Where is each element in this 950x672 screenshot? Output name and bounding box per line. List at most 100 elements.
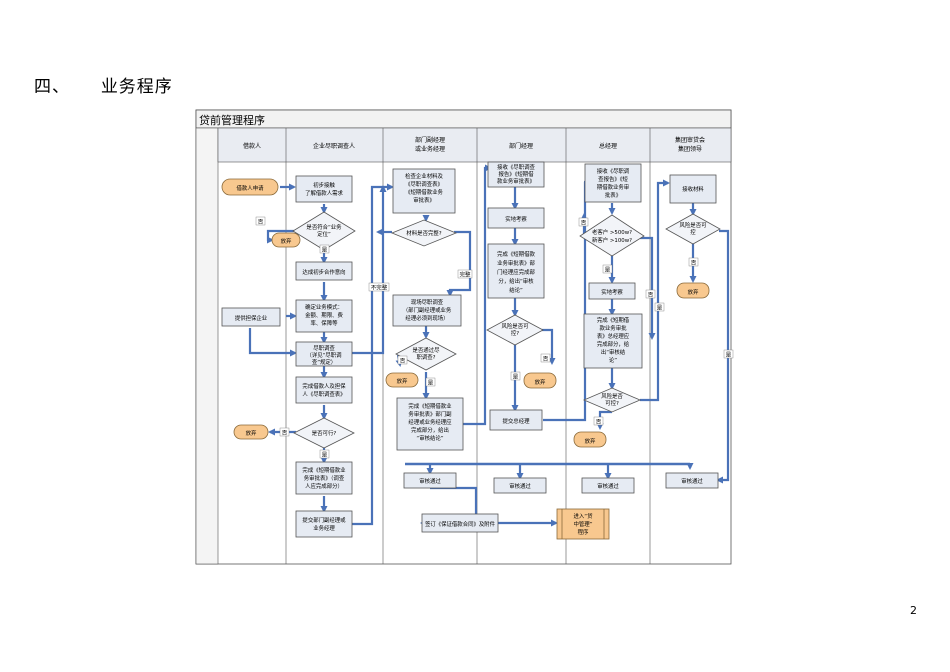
- svg-text:是: 是: [322, 452, 328, 459]
- svg-text:是: 是: [605, 267, 611, 274]
- label-yes-gm: 是: [654, 302, 665, 312]
- svg-text:完成《短期借款业务审批表》部门副经理或业务经理应完成部分，给: 完成《短期借款业务审批表》部门副经理或业务经理应完成部分，给出“审核结论”: [408, 402, 452, 442]
- node-abandon-4: 放弃: [523, 372, 557, 389]
- node-old-new-customer: 老客户 >500w?新客户 >100w?: [579, 214, 645, 257]
- node-submit-deputy: 提交部门副经理或业务经理: [295, 510, 353, 538]
- node-submit-gm: 提交总经理: [489, 409, 543, 431]
- node-risk-ok-mgr: 风险是否可控?: [486, 314, 544, 346]
- svg-text:风险是否可控?: 风险是否可控?: [601, 392, 623, 407]
- svg-text:放弃: 放弃: [281, 237, 292, 245]
- diagram-frame: 贷前管理程序: [195, 109, 732, 565]
- svg-text:不完整: 不完整: [371, 284, 388, 292]
- node-abandon-1: 放弃: [271, 232, 301, 248]
- section-heading: 四、 业务程序: [34, 72, 173, 97]
- svg-text:放弃: 放弃: [246, 429, 257, 437]
- svg-text:审核通过: 审核通过: [681, 477, 703, 485]
- svg-text:接收材料: 接收材料: [682, 185, 704, 193]
- node-provide-info: 提供担保企业: [221, 307, 281, 327]
- svg-text:是: 是: [726, 352, 732, 359]
- svg-text:是否可行?: 是否可行?: [312, 429, 337, 437]
- node-onsite-mgr: 实地考察: [487, 207, 545, 229]
- node-materials-complete: 材料是否完整?: [390, 219, 458, 247]
- label-no-feasible: 否: [279, 427, 290, 437]
- svg-text:完成《短期借款业务审批表》（调查人应完成部分）: 完成《短期借款业务审批表》（调查人应完成部分）: [302, 466, 346, 490]
- label-yes-committee: 是: [723, 349, 734, 359]
- label-yes-fit: 是: [319, 244, 330, 254]
- svg-text:放弃: 放弃: [585, 437, 596, 445]
- label-no-gm: 否: [593, 416, 604, 426]
- section-number: 四、: [34, 77, 70, 97]
- node-gm-receive: 接收《尽职调查报告》《短期借款业务审批表》: [584, 163, 642, 203]
- node-abandon-3: 放弃: [385, 372, 419, 388]
- svg-text:提供担保企业: 提供担保企业: [235, 314, 268, 322]
- node-deputy-opinion: 完成《短期借款业务审批表》部门副经理或业务经理应完成部分，给出“审核结论”: [396, 397, 464, 451]
- label-complete: 完整: [457, 269, 473, 279]
- node-confirm-mode: 确定业务模式：金额、期限、费率、保障等: [295, 299, 353, 333]
- label-no-mgr: 否: [540, 353, 551, 363]
- svg-text:检查企业材料及《尽职调查表》《短期借款业务审批表》: 检查企业材料及《尽职调查表》《短期借款业务审批表》: [405, 172, 443, 204]
- svg-text:是: 是: [657, 305, 663, 312]
- node-first-contact: 初步接触了解借款人需求: [295, 175, 353, 203]
- svg-text:达成初步合作意向: 达成初步合作意向: [302, 268, 345, 276]
- node-mgr-opinion: 完成《短期借款业务审批表》部门经理应完成部分，给出“审核结论”: [487, 243, 545, 299]
- svg-text:签订《保证借款合同》及附件: 签订《保证借款合同》及附件: [425, 520, 496, 528]
- lane-header-committee: 集团审贷会集团领导: [675, 136, 705, 153]
- label-no-dd: 否: [397, 355, 408, 365]
- node-intent: 达成初步合作意向: [295, 261, 353, 281]
- lane-header-deputy: 部门副经理或业务经理: [415, 136, 445, 153]
- svg-text:接收《尽职调查报告》《短期借款业务审批表》: 接收《尽职调查报告》《短期借款业务审批表》: [597, 167, 629, 199]
- node-approved-3: 审核通过: [581, 477, 635, 494]
- svg-text:材料是否完整?: 材料是否完整?: [406, 229, 441, 237]
- svg-text:否: 否: [543, 356, 549, 363]
- node-abandon-5: 放弃: [573, 431, 607, 448]
- svg-text:风险是否可控?: 风险是否可控?: [502, 322, 530, 337]
- node-approved-1: 审核通过: [403, 472, 457, 489]
- svg-text:是否通过尽职调查?: 是否通过尽职调查?: [413, 346, 441, 361]
- svg-text:现场尽职调查（部门副经理或业务经理必须到现场）: 现场尽职调查（部门副经理或业务经理必须到现场）: [403, 298, 452, 322]
- node-receive-report: 接收《尽职调查报告》《短期借款业务审批表》: [487, 161, 545, 188]
- svg-text:老客户 >500w?新客户 >100w?: 老客户 >500w?新客户 >100w?: [592, 228, 632, 244]
- svg-text:放弃: 放弃: [535, 378, 546, 386]
- svg-text:放弃: 放弃: [688, 288, 699, 296]
- node-gm-opinion: 完成《短期借款业务审批表》总经理应完成部分，给出“审核结论”: [583, 313, 643, 369]
- node-risk-ok-committee: 风险是否可控: [665, 213, 721, 245]
- label-incomplete: 不完整: [368, 282, 390, 292]
- svg-text:否: 否: [581, 220, 587, 227]
- lane-header-manager: 部门经理: [509, 142, 533, 150]
- svg-text:尽职调查（详见“尽职调查”规定）: 尽职调查（详见“尽职调查”规定）: [306, 344, 341, 366]
- svg-text:是: 是: [322, 247, 328, 254]
- svg-text:否: 否: [596, 419, 602, 426]
- svg-text:进入“贷中管理”程序: 进入“贷中管理”程序: [574, 512, 594, 536]
- svg-text:提交部门副经理或业务经理: 提交部门副经理或业务经理: [302, 516, 346, 532]
- label-yes-feasible: 是: [319, 449, 330, 459]
- node-complete-form: 完成《短期借款业务审批表》（调查人应完成部分）: [295, 461, 353, 495]
- lane-header-investigator: 企业尽职调查人: [313, 142, 355, 150]
- svg-text:否: 否: [282, 430, 288, 437]
- node-committee-receive: 接收材料: [669, 174, 717, 204]
- svg-text:实地考察: 实地考察: [601, 288, 623, 296]
- svg-text:接收《尽职调查报告》《短期借款业务审批表》: 接收《尽职调查报告》《短期借款业务审批表》: [497, 163, 535, 185]
- node-site-visit: 现场尽职调查（部门副经理或业务经理必须到现场）: [392, 294, 462, 327]
- node-onsite-gm: 实地考察: [588, 282, 636, 300]
- svg-text:否: 否: [691, 260, 697, 267]
- svg-text:否: 否: [258, 219, 264, 226]
- svg-text:初步接触了解借款人需求: 初步接触了解借款人需求: [305, 181, 343, 197]
- node-abandon-2: 放弃: [233, 424, 269, 440]
- label-yes-customer: 是: [602, 264, 613, 274]
- node-feasible-1: 是否可行?: [293, 417, 355, 449]
- node-pass-dd: 是否通过尽职调查?: [395, 337, 457, 371]
- page-number: 2: [910, 604, 917, 617]
- svg-text:否: 否: [648, 292, 654, 299]
- lane-header-borrower: 借款人: [243, 142, 261, 150]
- node-due-diligence: 尽职调查（详见“尽职调查”规定）: [295, 341, 353, 367]
- label-yes-dd: 是: [425, 377, 436, 387]
- node-apply: 借款人申请: [221, 178, 279, 196]
- node-risk-ok-gm: 风险是否可控?: [582, 387, 642, 413]
- node-approved-2: 审核通过: [493, 477, 547, 494]
- svg-text:实地考察: 实地考察: [505, 215, 527, 223]
- node-complete-survey: 完成借款人及担保人《尽职调查表》: [295, 376, 353, 404]
- svg-text:放弃: 放弃: [397, 377, 408, 385]
- svg-text:是否符合“业务定位”: 是否符合“业务定位”: [306, 223, 342, 238]
- svg-text:审核通过: 审核通过: [597, 482, 619, 490]
